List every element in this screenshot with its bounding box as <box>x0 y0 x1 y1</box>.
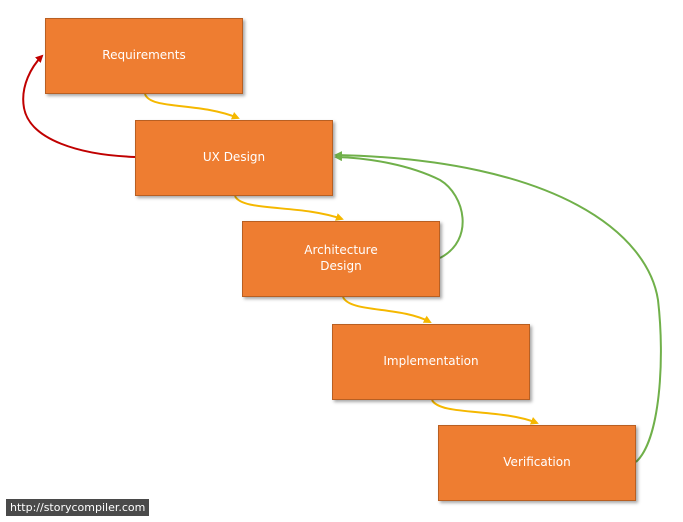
arrow-ux-to-architecture <box>234 195 344 221</box>
requirements-label: Requirements <box>102 48 186 63</box>
arrow-implementation-to-verification <box>431 399 539 425</box>
arrow-requirements-to-ux <box>144 93 240 120</box>
requirements-box: Requirements <box>45 18 243 94</box>
arrow-architecture-back-to-ux <box>334 153 464 259</box>
arrow-architecture-to-implementation <box>342 296 432 323</box>
architecture-design-label: Architecture Design <box>304 243 378 273</box>
verification-box: Verification <box>438 425 636 501</box>
implementation-box: Implementation <box>332 324 530 400</box>
arrow-ux-back-to-requirements <box>22 54 136 158</box>
verification-label: Verification <box>503 455 571 470</box>
arrow-verification-back-to-ux <box>334 151 662 463</box>
ux-design-label: UX Design <box>202 150 266 165</box>
implementation-label: Implementation <box>383 354 479 369</box>
ux-design-box: UX Design <box>135 120 333 196</box>
architecture-design-box: Architecture Design <box>242 221 440 297</box>
source-credit: http://storycompiler.com <box>6 499 150 516</box>
